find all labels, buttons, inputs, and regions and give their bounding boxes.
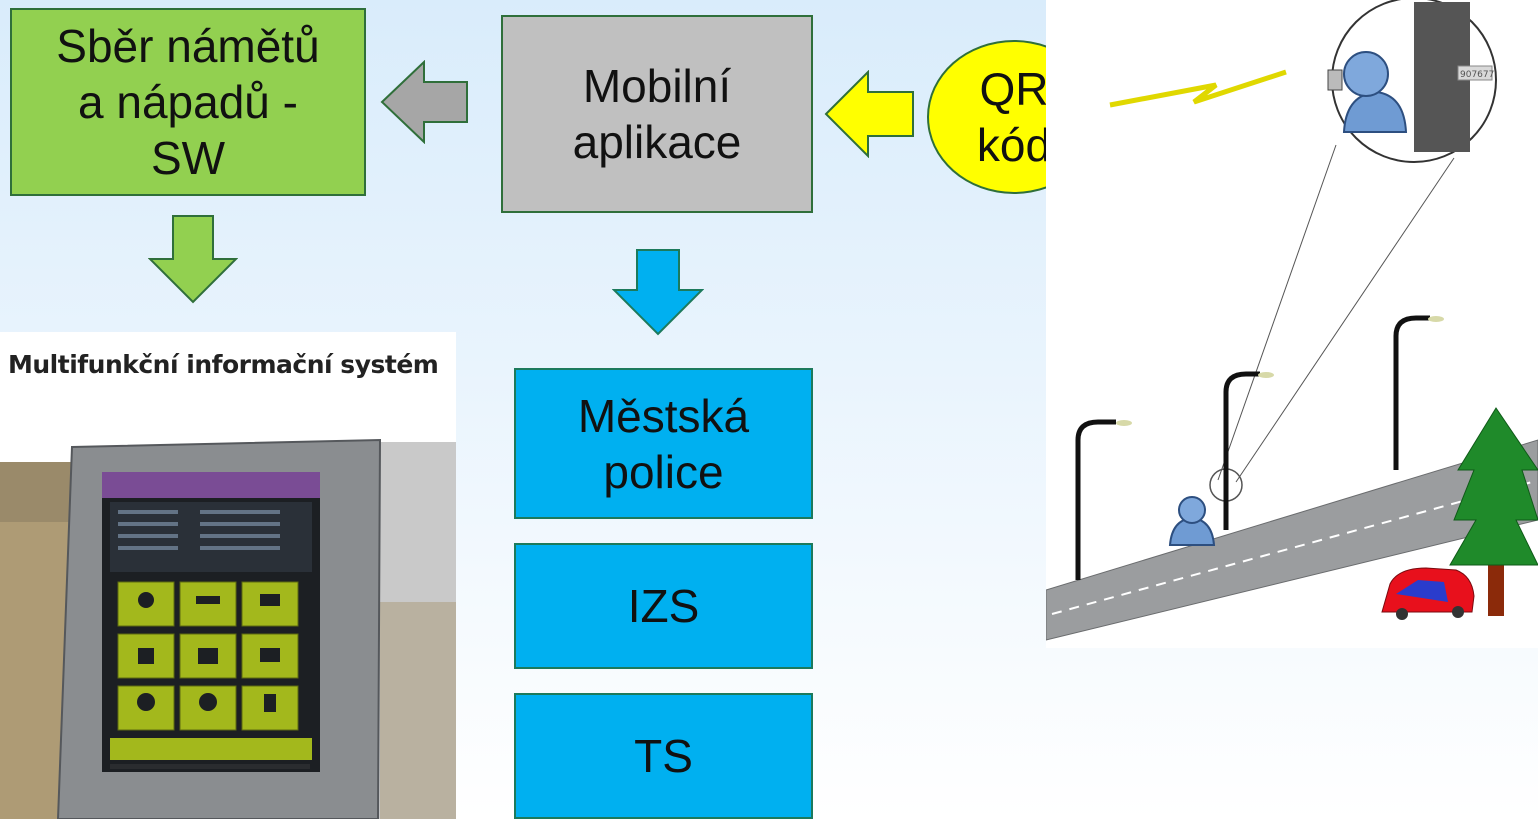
- street-scene-drawing: 907677: [1045, 0, 1538, 641]
- street-scene-illustration: 907677: [1045, 0, 1538, 648]
- kiosk-photo-illustration: [0, 438, 456, 819]
- suggestion-collection-label: Sběr námětů a nápadů - SW: [56, 20, 320, 184]
- kiosk-title: Multifunkční informační systém: [8, 350, 439, 379]
- ts-label: TS: [634, 730, 693, 782]
- qr-code-label: QR kód: [976, 63, 1052, 171]
- ts-box: TS: [514, 693, 813, 819]
- scene-tag-label: 907677: [1460, 70, 1494, 80]
- mobile-app-label: Mobilní aplikace: [572, 60, 742, 168]
- izs-label: IZS: [627, 580, 700, 632]
- city-police-box: Městská police: [514, 368, 813, 519]
- suggestion-collection-box: Sběr námětů a nápadů - SW: [10, 8, 366, 196]
- arrow-left-yellow-icon: [824, 70, 914, 158]
- arrow-down-green-icon: [148, 215, 238, 304]
- izs-box: IZS: [514, 543, 813, 669]
- city-police-label: Městská police: [577, 389, 750, 498]
- kiosk-photo-panel: Multifunkční informační systém: [0, 332, 456, 819]
- arrow-left-gray-icon: [380, 60, 468, 144]
- mobile-app-box: Mobilní aplikace: [501, 15, 813, 213]
- arrow-down-blue-icon: [612, 249, 704, 336]
